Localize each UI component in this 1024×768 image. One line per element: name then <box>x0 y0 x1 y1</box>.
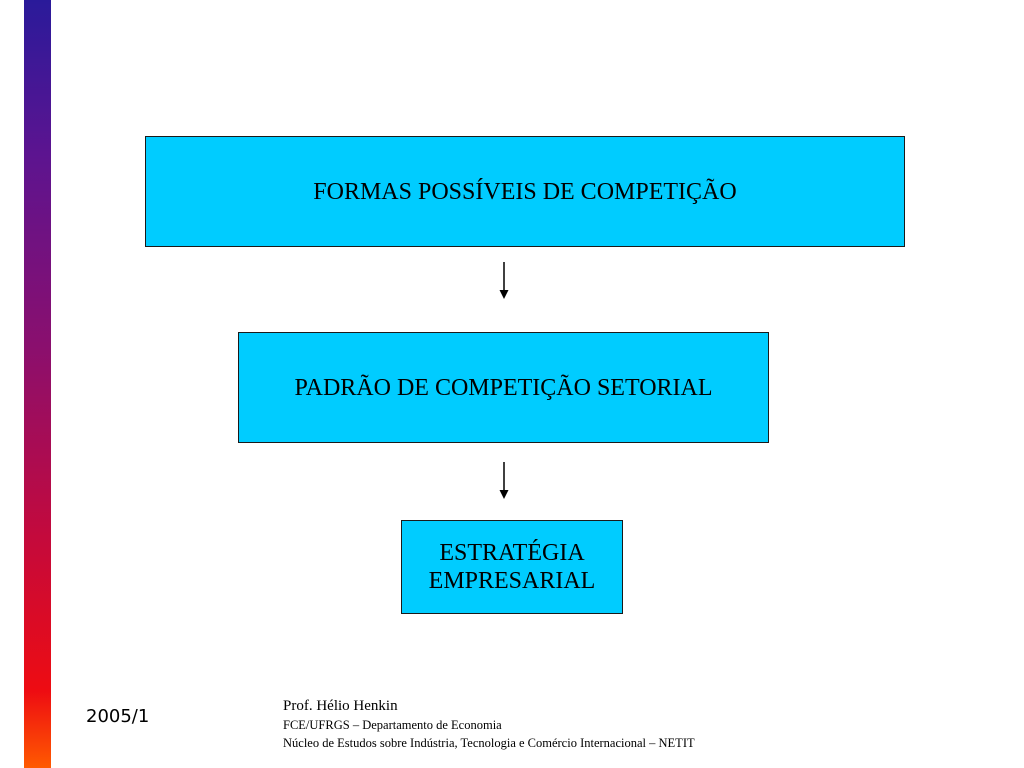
arrow-down-1 <box>499 262 509 299</box>
node-estrategia-empresarial: ESTRATÉGIA EMPRESARIAL <box>401 520 623 614</box>
footer-credits: Prof. Hélio Henkin FCE/UFRGS – Departame… <box>283 697 695 752</box>
gradient-side-bar <box>24 0 51 768</box>
node-padrao-competicao: PADRÃO DE COMPETIÇÃO SETORIAL <box>238 332 769 443</box>
node-estrategia-line-1: ESTRATÉGIA <box>439 540 585 566</box>
footer-department: FCE/UFRGS – Departamento de Economia <box>283 718 502 732</box>
arrow-down-2 <box>499 462 509 499</box>
node-formas-label: FORMAS POSSÍVEIS DE COMPETIÇÃO <box>313 178 737 205</box>
footer-author: Prof. Hélio Henkin <box>283 698 398 714</box>
node-padrao-label: PADRÃO DE COMPETIÇÃO SETORIAL <box>294 374 713 401</box>
footer-date: 2005/1 <box>86 706 150 727</box>
node-formas-possiveis: FORMAS POSSÍVEIS DE COMPETIÇÃO <box>145 136 905 247</box>
node-estrategia-line-2: EMPRESARIAL <box>428 568 596 594</box>
footer-center: Núcleo de Estudos sobre Indústria, Tecno… <box>283 736 695 750</box>
